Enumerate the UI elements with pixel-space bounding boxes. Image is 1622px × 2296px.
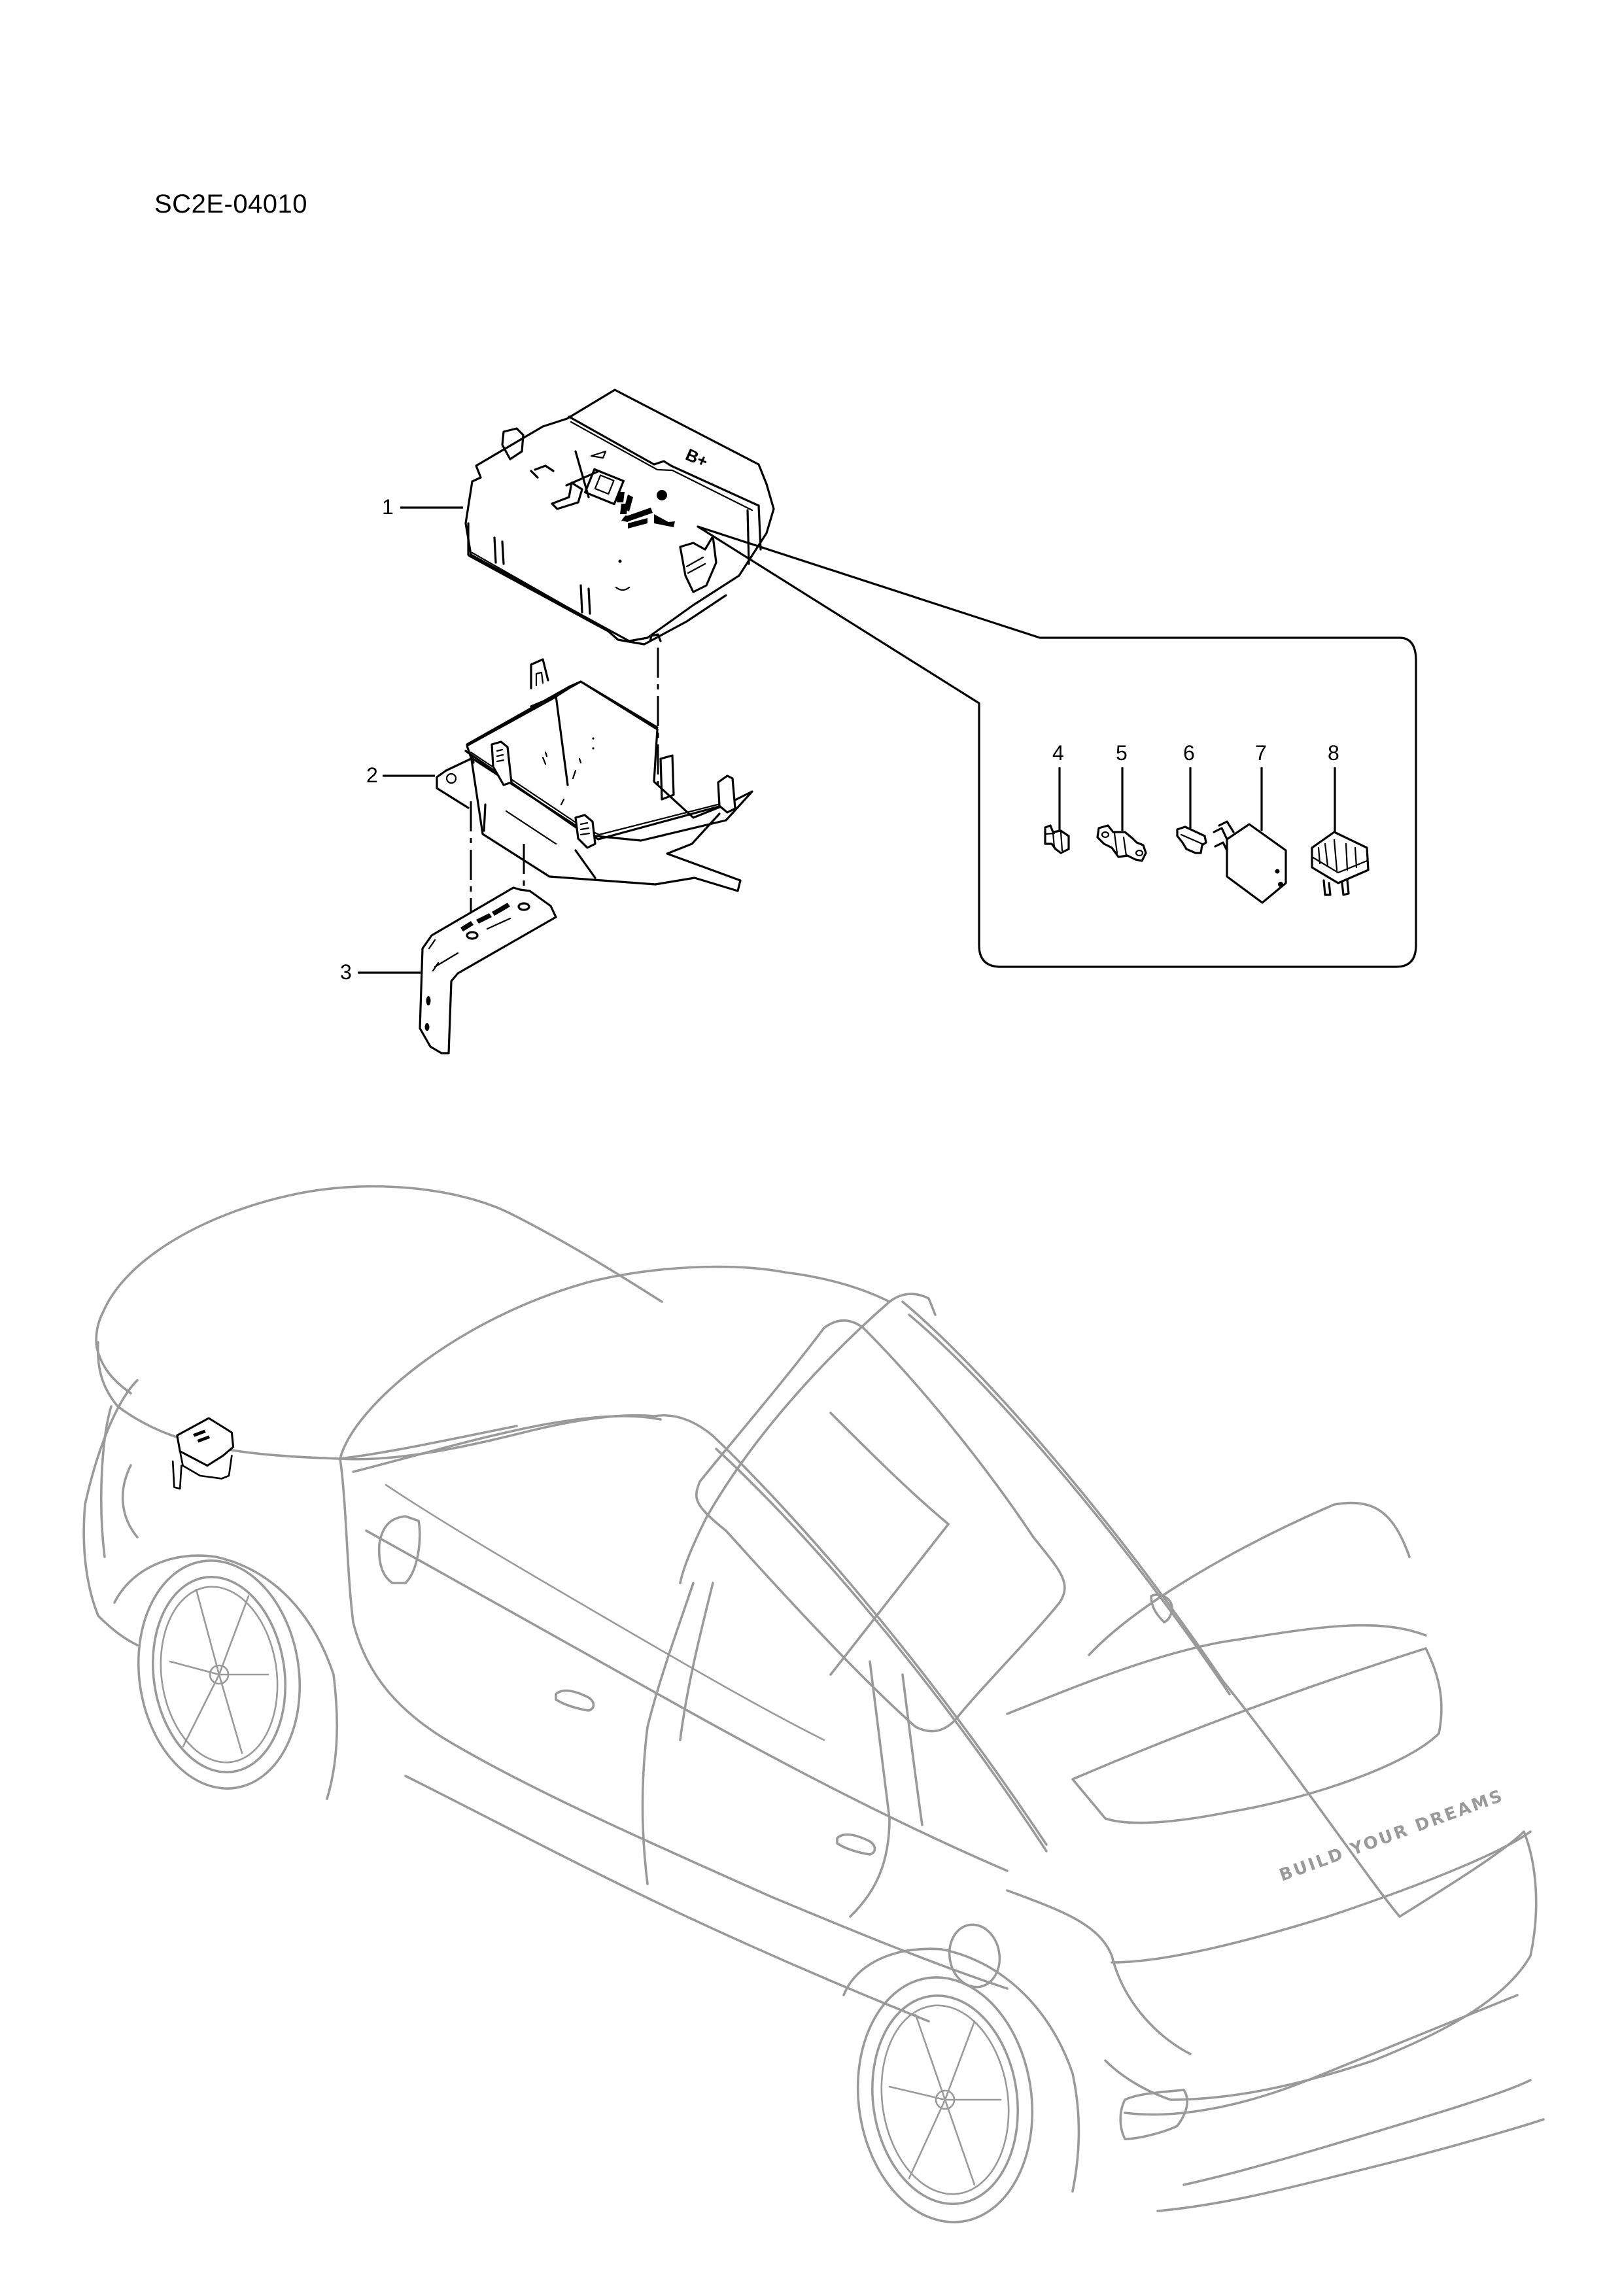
detail-callout-box (697, 525, 1417, 968)
callout-5-label: 5 (1116, 741, 1128, 765)
callout-8-label: 8 (1328, 741, 1339, 765)
callout-3-label: 3 (340, 960, 352, 984)
callout-2: 2 (366, 763, 435, 787)
callout-1: 1 (382, 495, 463, 519)
callout-6-label: 6 (1183, 741, 1195, 765)
part-7-relay: 7 (1213, 741, 1287, 904)
fuse-box-location-marker (171, 1417, 235, 1490)
callout-2-label: 2 (366, 763, 378, 787)
callout-3: 3 (340, 960, 421, 984)
part-3-mounting-bracket (419, 886, 557, 1054)
part-2-fuse-box-base (436, 658, 753, 892)
callout-1-label: 1 (382, 495, 394, 519)
part-4-mini-fuse: 4 (1044, 741, 1070, 854)
part-5-bolt-fuse-link: 5 (1096, 741, 1147, 862)
part-6-blade-fuse: 6 (1176, 741, 1207, 854)
part-8-micro-relay: 8 (1311, 741, 1370, 896)
document-code: SC2E-04010 (154, 190, 308, 218)
callout-7-label: 7 (1255, 741, 1267, 765)
callout-4-label: 4 (1052, 741, 1064, 765)
part-1-fuse-box-cover: B+ (464, 389, 775, 646)
vehicle-outline-illustration: BUILD YOUR DREAMS (82, 1185, 1545, 2223)
